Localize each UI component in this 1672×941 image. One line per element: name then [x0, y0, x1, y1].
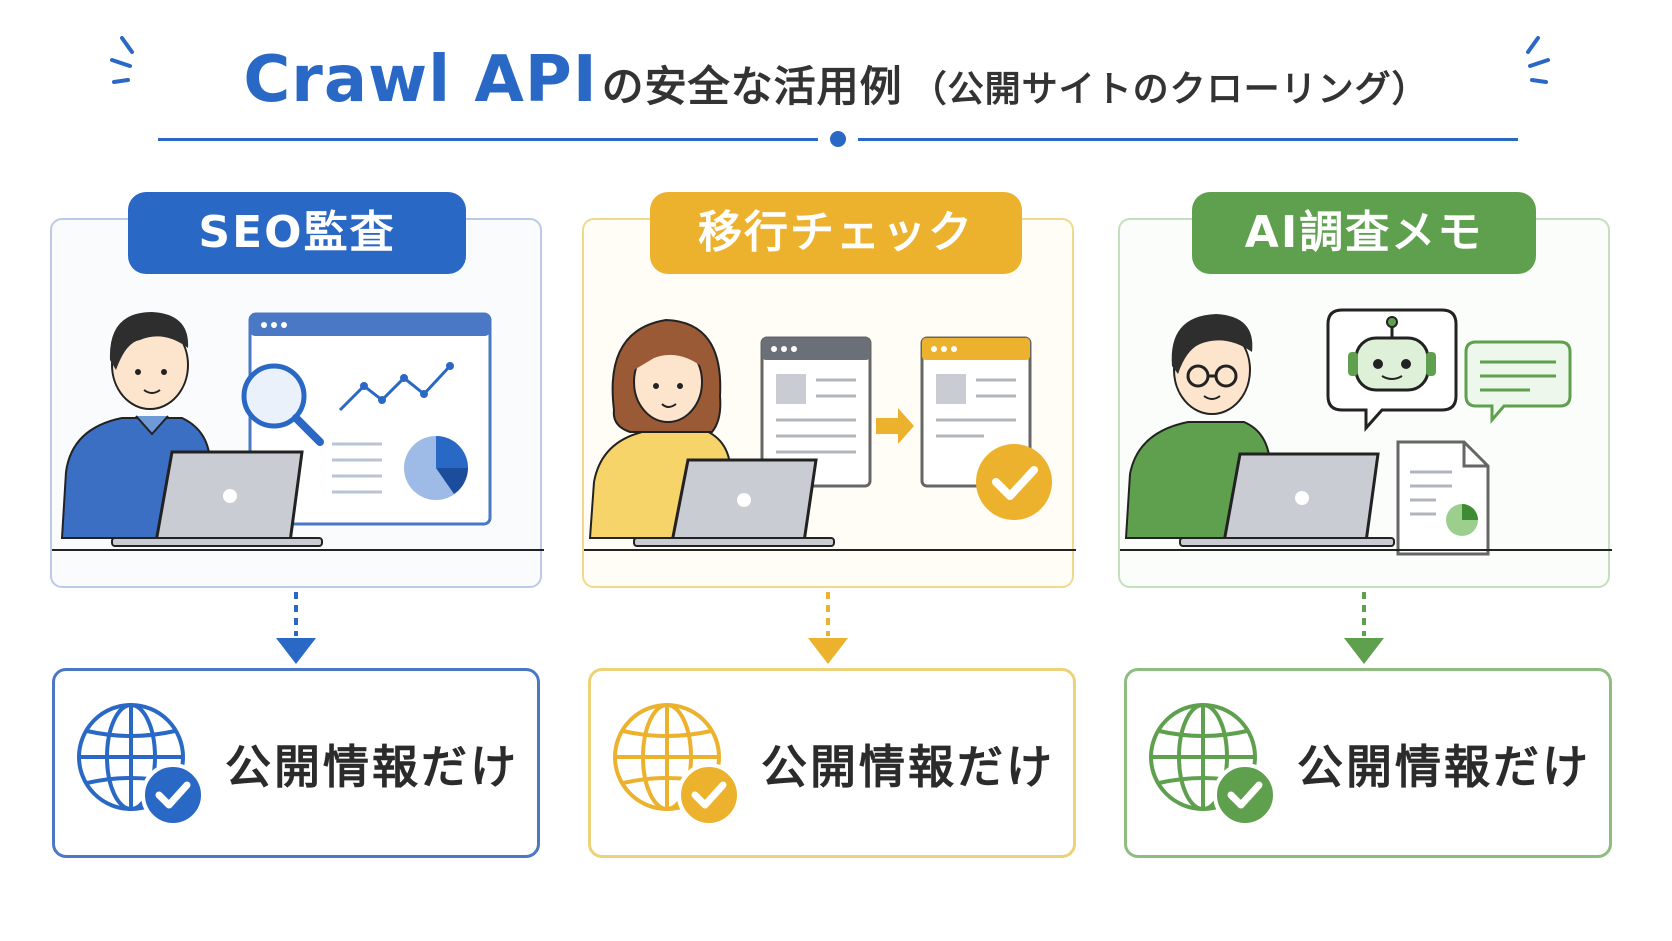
title-main: の安全な活用例: [601, 62, 903, 111]
public-info-label: 公開情報だけ: [1297, 740, 1591, 794]
globe-check-icon: [613, 703, 741, 827]
arrow-down-icon: [276, 592, 316, 664]
title-accent: Crawl API: [243, 43, 598, 117]
robot-icon: [1326, 308, 1458, 432]
public-info-box-migration: 公開情報だけ: [588, 668, 1076, 858]
card-label-migration: 移行チェック: [650, 192, 1022, 274]
laptop-icon: [633, 458, 835, 547]
title-underline-left: [158, 138, 818, 141]
laptop-icon: [111, 450, 323, 547]
arrow-down-icon: [808, 592, 848, 664]
magnifier-icon: [241, 363, 324, 446]
laptop-icon: [1179, 452, 1395, 547]
chat-bubble-icon: [1464, 340, 1572, 425]
sparkle-right-icon: [1526, 36, 1550, 84]
title-subtitle: （公開サイトのクローリング）: [910, 69, 1429, 110]
card-migration-check: [582, 218, 1076, 588]
card-label-ai-memo: AI調査メモ: [1192, 192, 1536, 274]
title-underline-dot: [830, 131, 846, 147]
migration-illustration: [584, 318, 1076, 551]
header: Crawl APIの安全な活用例（公開サイトのクローリング）: [0, 40, 1672, 120]
sparkle-left-icon: [110, 36, 134, 84]
card-seo-audit: [50, 218, 544, 588]
page-title: Crawl APIの安全な活用例（公開サイトのクローリング）: [243, 40, 1428, 130]
globe-check-icon: [77, 703, 205, 827]
checkmark-icon: [976, 444, 1052, 520]
globe-check-icon: [1149, 703, 1277, 827]
card-label-seo: SEO監査: [128, 192, 466, 274]
public-info-label: 公開情報だけ: [761, 740, 1055, 794]
document-icon: [1396, 440, 1490, 556]
title-underline-right: [858, 138, 1518, 141]
public-info-label: 公開情報だけ: [225, 740, 519, 794]
old-page-icon: [760, 336, 872, 488]
public-info-box-ai: 公開情報だけ: [1124, 668, 1612, 858]
arrow-right-icon: [876, 408, 914, 444]
card-ai-research-memo: [1118, 218, 1612, 588]
public-info-box-seo: 公開情報だけ: [52, 668, 540, 858]
seo-illustration: [52, 312, 544, 551]
browser-window-icon: [248, 312, 492, 526]
ai-illustration: [1120, 308, 1612, 556]
pie-chart-icon: [404, 436, 468, 500]
arrow-down-icon: [1344, 592, 1384, 664]
